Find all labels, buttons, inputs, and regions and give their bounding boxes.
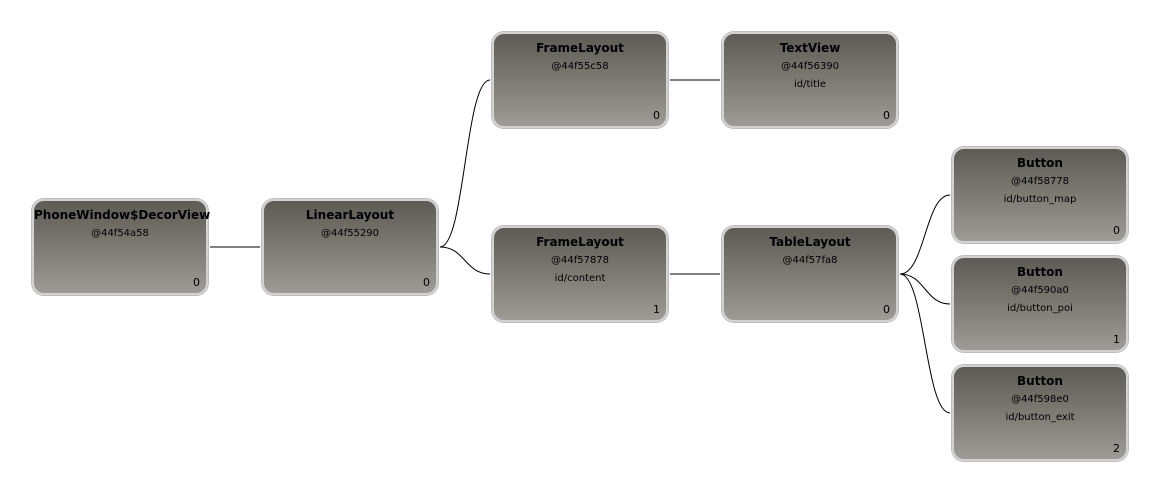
node-id: id/button_poi: [1007, 303, 1073, 314]
node-button-poi[interactable]: Button @44f590a0 id/button_poi 1: [952, 256, 1128, 352]
node-type: Button: [1017, 156, 1063, 170]
node-phonewindow-decorview[interactable]: PhoneWindow$DecorView @44f54a58 0: [32, 199, 211, 295]
node-address: @44f55c58: [551, 61, 609, 72]
node-linearlayout[interactable]: LinearLayout @44f55290 0: [262, 199, 438, 295]
node-button-exit[interactable]: Button @44f598e0 id/button_exit 2: [952, 365, 1128, 461]
node-framelayout-2[interactable]: FrameLayout @44f57878 id/content 1: [492, 226, 668, 322]
node-id: id/title: [793, 79, 827, 90]
node-address: @44f57878: [550, 255, 610, 266]
node-id: id/button_map: [1003, 194, 1077, 205]
node-address: @44f57fa8: [782, 255, 838, 266]
node-index: 0: [1113, 224, 1120, 237]
edge-tablelayout-button_exit: [899, 273, 951, 414]
node-button-map[interactable]: Button @44f58778 id/button_map 0: [952, 147, 1128, 243]
node-index: 0: [653, 109, 660, 122]
node-id: id/button_exit: [1005, 412, 1075, 423]
node-type: PhoneWindow$DecorView: [34, 208, 211, 222]
node-type: Button: [1017, 374, 1063, 388]
node-address: @44f58778: [1010, 176, 1070, 187]
node-address: @44f598e0: [1011, 394, 1069, 405]
node-type: Button: [1017, 265, 1063, 279]
edge-linearlayout-framelayout1: [439, 79, 491, 248]
node-index: 0: [193, 276, 200, 289]
edge-tablelayout-button_poi: [899, 273, 951, 305]
node-address: @44f55290: [320, 228, 380, 239]
node-index: 2: [1113, 442, 1120, 455]
node-index: 0: [423, 276, 430, 289]
node-framelayout-1[interactable]: FrameLayout @44f55c58 0: [492, 32, 668, 128]
node-index: 1: [653, 303, 660, 316]
node-address: @44f590a0: [1011, 285, 1069, 296]
node-index: 0: [883, 109, 890, 122]
node-type: TableLayout: [769, 235, 851, 249]
node-type: FrameLayout: [536, 41, 624, 55]
node-address: @44f54a58: [91, 228, 149, 239]
node-type: TextView: [779, 41, 841, 55]
node-index: 0: [883, 303, 890, 316]
node-tablelayout[interactable]: TableLayout @44f57fa8 0: [722, 226, 898, 322]
node-index: 1: [1113, 333, 1120, 346]
node-textview[interactable]: TextView @44f56390 id/title 0: [722, 32, 898, 128]
node-type: FrameLayout: [536, 235, 624, 249]
node-type: LinearLayout: [305, 208, 395, 222]
edge-tablelayout-button_map: [899, 194, 951, 275]
node-address: @44f56390: [780, 61, 840, 72]
node-id: id/content: [554, 273, 606, 284]
edge-linearlayout-framelayout2: [439, 246, 491, 275]
